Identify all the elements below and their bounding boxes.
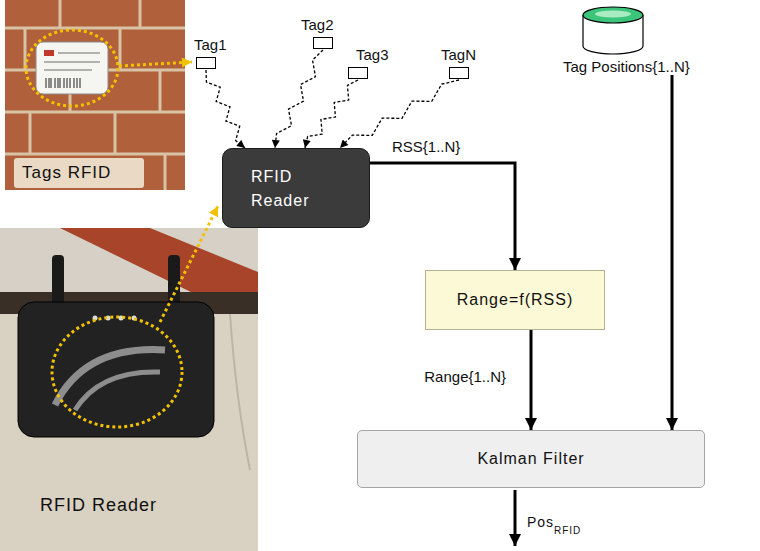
pocket-seam (230, 314, 250, 470)
highlight-circle (52, 317, 182, 427)
rfid-tag: Tag2 (313, 37, 333, 49)
output-subscript: RFID (554, 525, 581, 536)
label-patch (14, 158, 144, 188)
output-label: Pos (527, 514, 554, 530)
node-text: Range=f(RSS) (457, 291, 574, 309)
flow-arrow (370, 163, 515, 270)
node-text: RFID Reader (251, 165, 341, 213)
cylinder-top (583, 7, 643, 23)
rfid-tag-device (36, 42, 108, 94)
radio-link (275, 50, 323, 148)
node-text: Tag2 (301, 16, 334, 33)
radio-link (206, 70, 245, 148)
process-box: Kalman Filter (357, 430, 705, 488)
node-text: Kalman Filter (477, 450, 584, 468)
cylinder-highlight (595, 11, 631, 18)
rfid-tag: Tag1 (196, 57, 216, 69)
reader-device (18, 302, 214, 437)
photo-ground (0, 228, 258, 551)
edge-label: RSS{1..N} (390, 138, 462, 155)
node-text: Tag Positions{1..N} (563, 6, 690, 75)
highlight-circle (26, 30, 118, 106)
rfid-tag: Tag3 (348, 67, 368, 79)
tag-print (44, 53, 100, 70)
shirt (0, 228, 258, 294)
reader-box: RFID Reader (222, 148, 370, 228)
scarf (60, 228, 258, 294)
node-text: Tag1 (194, 36, 227, 53)
mortar-lines (5, 0, 185, 190)
process-box: Range=f(RSS) (425, 270, 605, 330)
brick-wall (5, 0, 185, 190)
device-logo (75, 372, 160, 410)
tag-barcode (46, 78, 80, 88)
flow-arrow (671, 75, 674, 430)
leader-arrow (160, 206, 218, 322)
photo-caption: Tags RFID (22, 163, 111, 183)
reader-photo (0, 206, 258, 551)
cylinder-outline (581, 6, 645, 56)
node-text: Tag3 (356, 46, 389, 63)
leader-arrow (119, 62, 192, 66)
edge-label: Range{1..N} (380, 368, 508, 385)
photo-caption: RFID Reader (40, 495, 157, 516)
tag-logo (44, 50, 54, 56)
flow-arrow (530, 330, 533, 430)
tag-photo (5, 0, 192, 190)
output-arrow (514, 490, 517, 546)
rfid-tag: TagN (449, 67, 469, 79)
database-cylinder: Tag Positions{1..N} (563, 6, 690, 75)
node-text: TagN (441, 46, 476, 63)
